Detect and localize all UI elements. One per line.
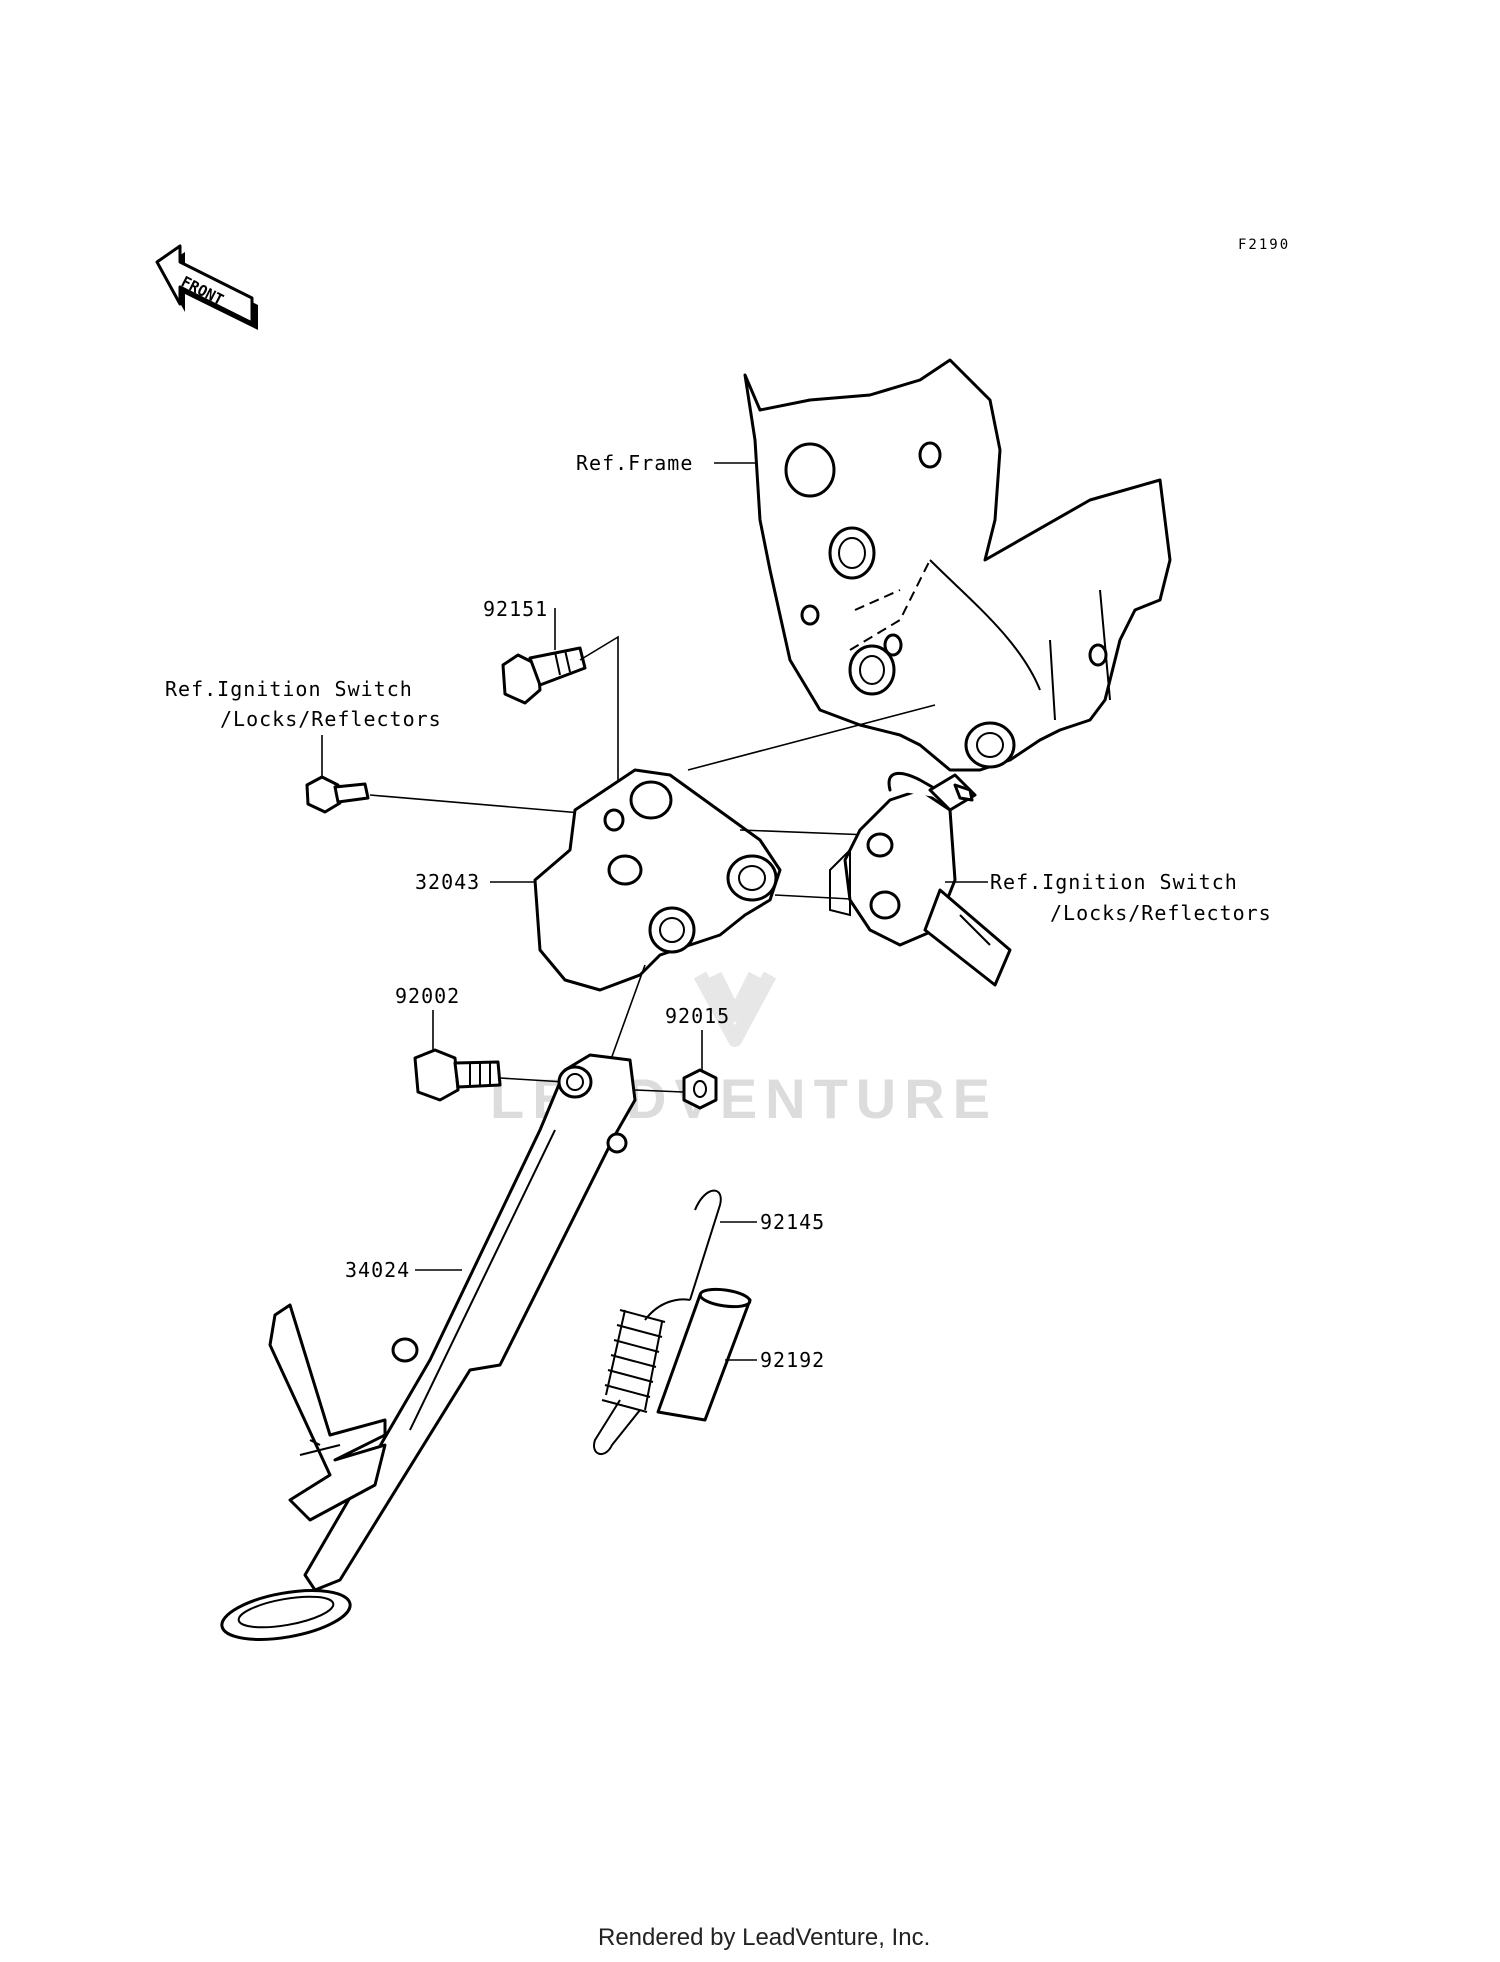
leader-92002-to-stand (499, 1077, 566, 1083)
callout-92192: 92192 (760, 1348, 825, 1372)
bolt-92151 (501, 646, 587, 705)
callout-ref-ignition-left-line1: Ref.Ignition Switch (165, 677, 413, 701)
leader-92015-to-stand (634, 1089, 684, 1093)
leader-bracket-to-stand (609, 964, 646, 1063)
spring-92145 (593, 1189, 722, 1455)
front-arrow-icon: FRONT (155, 244, 258, 330)
leader-frame-to-bracket (687, 704, 936, 771)
leader-bracket-to-switch-top (739, 829, 871, 836)
callout-92015: 92015 (665, 1004, 730, 1028)
drawing-code: F2190 (1238, 237, 1290, 253)
callout-34024: 34024 (345, 1258, 410, 1282)
bracket-32043 (533, 768, 782, 992)
callout-ref-ignition-left-line2: /Locks/Reflectors (220, 707, 442, 731)
side-stand-switch-part (829, 771, 1012, 987)
footer-rendered-by: Rendered by LeadVenture, Inc. (598, 1924, 930, 1951)
frame-reference-part (743, 358, 1172, 772)
side-stand-34024 (220, 1053, 637, 1641)
bolt-ref-ignition-left (305, 775, 370, 814)
callout-ref-ignition-right-line1: Ref.Ignition Switch (990, 870, 1238, 894)
callout-92145: 92145 (760, 1210, 825, 1234)
nut-92015 (682, 1068, 718, 1110)
callout-92002: 92002 (395, 984, 460, 1008)
collar-92192 (656, 1287, 752, 1422)
leadventure-logo-icon (693, 971, 777, 1047)
callout-ref-frame: Ref.Frame (576, 451, 693, 475)
bolt-92002 (413, 1048, 502, 1102)
callout-92151: 92151 (483, 597, 548, 621)
leader-92151-to-bracket (579, 635, 619, 820)
callout-ref-ignition-right-line2: /Locks/Reflectors (1050, 901, 1272, 925)
callout-32043: 32043 (415, 870, 480, 894)
